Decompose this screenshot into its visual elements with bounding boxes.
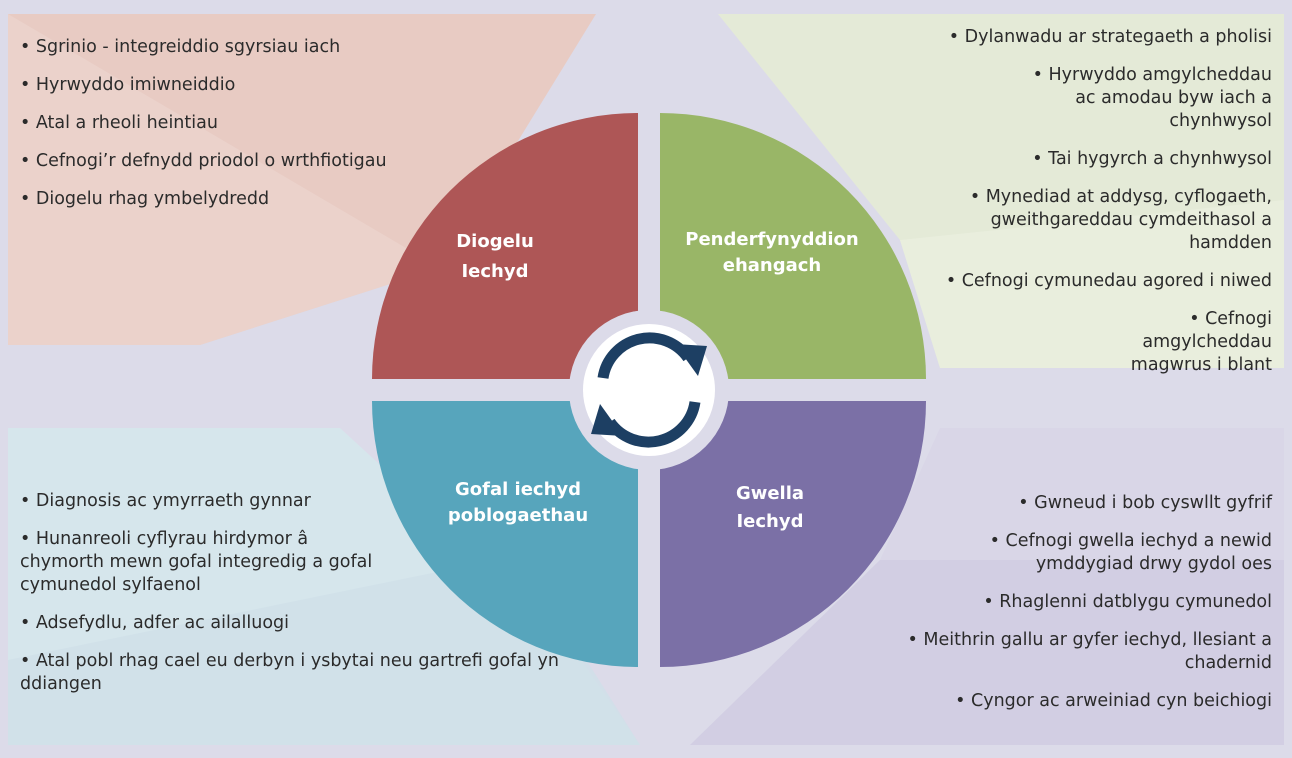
quadrant-title-line: Gofal iechyd: [454, 479, 582, 500]
bullet-list-top-left: • Sgrinio - integreiddio sgyrsiau iach •…: [20, 36, 460, 226]
list-item: • Cefnogi cymunedau agored i niwed: [945, 271, 1272, 291]
quadrant-title-line: ehangach: [722, 255, 822, 276]
ray-bottom-right-dark: [690, 560, 1284, 745]
cycle-arrow-head-top: [675, 344, 707, 376]
bullet-list-top-right: • Dylanwadu ar strategaeth a pholisi • H…: [812, 26, 1272, 392]
list-item: • Sgrinio - integreiddio sgyrsiau iach: [20, 37, 341, 57]
list-item: • Atal pobl rhag cael eu derbyn i ysbyta…: [20, 651, 559, 694]
quadrant-title-line: Gwella: [735, 483, 805, 504]
quadrant-bottom-left: [372, 401, 638, 667]
quadrant-title-gofal-iechyd: Gofal iechyd poblogaethau: [428, 477, 608, 529]
quadrant-title-line: poblogaethau: [447, 505, 589, 526]
list-item: • Meithrin gallu ar gyfer iechyd, llesia…: [907, 630, 1272, 673]
quadrant-title-diogelu-iechyd: Diogelu Iechyd: [435, 227, 555, 287]
quadrant-top-left: [372, 113, 638, 379]
center-circle: [583, 324, 715, 456]
list-item: • Cefnogi’r defnydd priodol o wrthfiotig…: [20, 151, 387, 171]
ray-top-left-light: [8, 14, 440, 345]
list-item: • Mynediad at addysg, cyflogaeth, gweith…: [969, 187, 1272, 253]
list-item: • Cyngor ac arweiniad cyn beichiogi: [955, 691, 1272, 711]
list-item: • Gwneud i bob cyswllt gyfrif: [1018, 493, 1272, 513]
list-item: • Hyrwyddo amgylcheddau ac amodau byw ia…: [1032, 65, 1272, 131]
quadrant-title-line: Iechyd: [736, 511, 804, 532]
list-item: • Adsefydlu, adfer ac ailalluogi: [20, 613, 290, 633]
quadrant-title-gwella-iechyd: Gwella Iechyd: [700, 480, 840, 536]
ray-top-right-light: [900, 200, 1284, 368]
bullet-list-bottom-left: • Diagnosis ac ymyrraeth gynnar • Hunanr…: [20, 490, 580, 711]
quadrant-title-line: Diogelu: [456, 231, 534, 252]
quadrant-top-right: [660, 113, 926, 379]
list-item: • Rhaglenni datblygu cymunedol: [983, 592, 1272, 612]
list-item: • Tai hygyrch a chynhwysol: [1032, 149, 1272, 169]
cycle-arrow-head-bottom: [591, 404, 623, 436]
list-item: • Atal a rheoli heintiau: [20, 113, 218, 133]
list-item: • Cefnogi amgylcheddau magwrus i blant: [1130, 309, 1272, 375]
quadrant-title-line: Penderfynyddion: [685, 229, 859, 250]
quadrant-title-penderfynyddion: Penderfynyddion ehangach: [672, 227, 872, 279]
bullet-list-bottom-right: • Gwneud i bob cyswllt gyfrif • Cefnogi …: [822, 492, 1272, 728]
list-item: • Hunanreoli cyflyrau hirdymor â chymort…: [20, 529, 373, 595]
list-item: • Diagnosis ac ymyrraeth gynnar: [20, 491, 311, 511]
quadrant-title-line: Iechyd: [461, 261, 529, 282]
list-item: • Diogelu rhag ymbelydredd: [20, 189, 270, 209]
list-item: • Cefnogi gwella iechyd a newid ymddygia…: [989, 531, 1272, 574]
quadrant-bottom-right: [660, 401, 926, 667]
list-item: • Hyrwyddo imiwneiddio: [20, 75, 236, 95]
list-item: • Dylanwadu ar strategaeth a pholisi: [948, 27, 1272, 47]
